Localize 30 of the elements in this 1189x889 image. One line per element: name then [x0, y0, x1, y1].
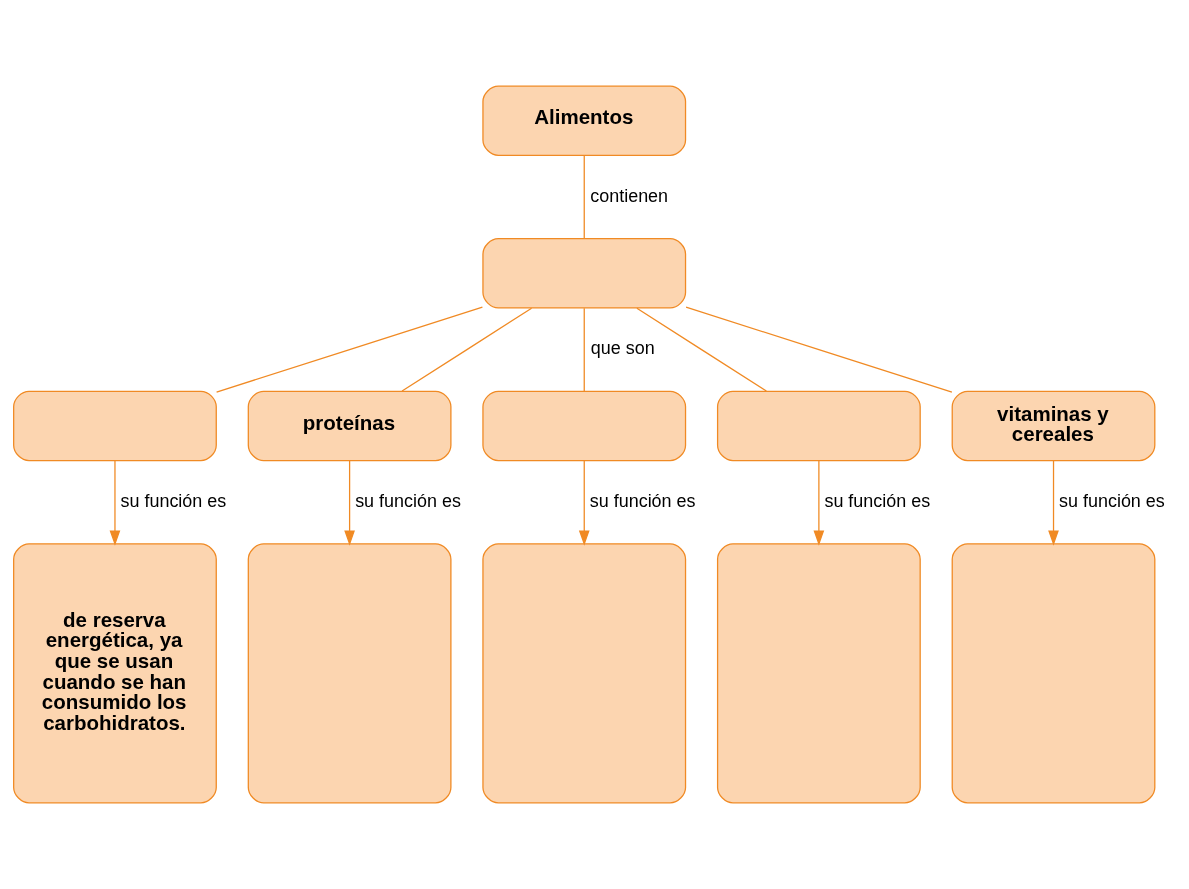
node-box — [716, 543, 921, 804]
node-box — [13, 390, 217, 462]
arrow — [813, 460, 825, 546]
node-box — [482, 543, 687, 804]
node-box — [716, 390, 921, 462]
node-box: proteínas — [247, 390, 452, 462]
node-box: de reserva energética, ya que se usan cuando se han consumido los carbohidratos. — [13, 543, 217, 804]
edge-label: su función es — [120, 490, 227, 511]
edge-label: que son — [590, 338, 655, 359]
edge-label: su función es — [824, 490, 931, 511]
node-box — [951, 543, 1156, 804]
connector — [685, 306, 953, 393]
node-box — [247, 543, 452, 804]
connector — [401, 307, 533, 392]
connector — [215, 306, 484, 393]
connector — [583, 155, 585, 240]
connector — [583, 307, 585, 392]
edge-label: su función es — [355, 490, 461, 511]
edge-label: su función es — [589, 490, 696, 511]
node-box: Alimentos — [482, 85, 687, 156]
node-box: vitaminas y cereales — [951, 390, 1156, 462]
node-box — [482, 238, 687, 309]
connector — [636, 307, 768, 392]
arrow — [344, 460, 355, 546]
arrow — [1048, 460, 1059, 546]
arrow — [109, 460, 121, 546]
edge-label: su función es — [1059, 490, 1165, 511]
node-box — [482, 390, 687, 462]
arrow — [578, 460, 590, 546]
edge-label: contienen — [590, 185, 669, 206]
